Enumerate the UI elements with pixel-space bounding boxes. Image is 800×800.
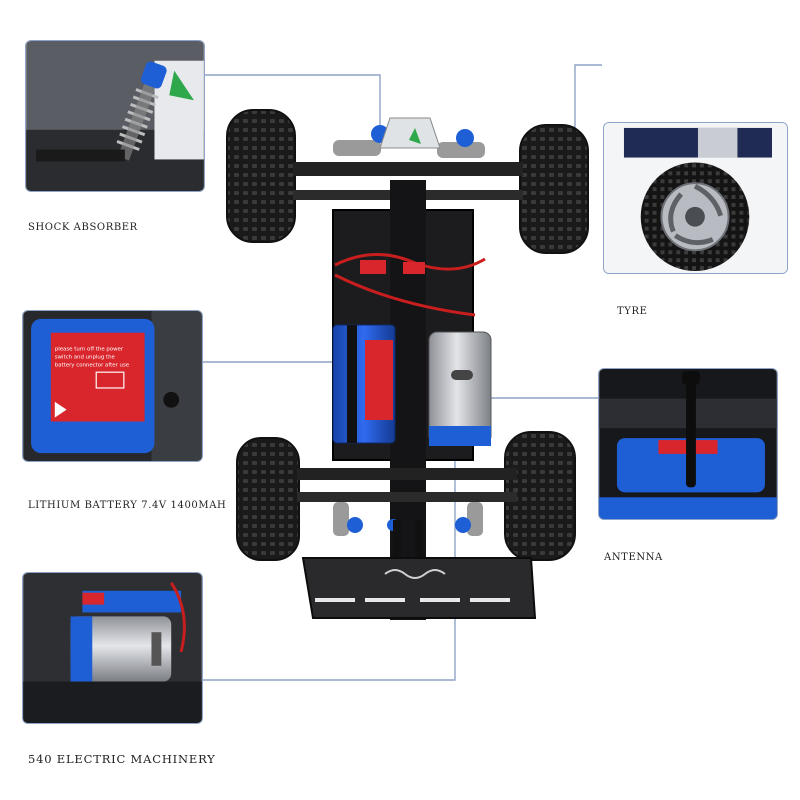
- rear-wing: [301, 557, 537, 619]
- label-tyre: TYRE: [617, 306, 648, 317]
- rear-left-wheel: [236, 437, 300, 561]
- battery-warning-line3: battery connector after use: [55, 362, 130, 368]
- inset-lithium-battery: please turn off the power switch and unp…: [22, 310, 203, 462]
- label-lithium-battery: LITHIUM BATTERY 7.4V 1400MAH: [28, 500, 227, 511]
- label-electric-machinery: 540 ELECTRIC MACHINERY: [28, 752, 216, 766]
- rc-car-topview: [226, 109, 589, 620]
- label-shock-absorber: SHOCK ABSORBER: [28, 222, 138, 233]
- battery-warning-line2: switch and unplug the: [55, 354, 116, 360]
- inset-antenna: [598, 368, 778, 520]
- rear-shocks: [333, 502, 483, 536]
- inset-shock-absorber: [25, 40, 205, 192]
- inset-tyre: [603, 122, 788, 274]
- inset-electric-machinery: [22, 572, 203, 724]
- label-antenna: ANTENNA: [604, 552, 663, 563]
- front-shocks: [333, 125, 485, 158]
- front-left-wheel: [226, 109, 296, 243]
- battery-warning-line1: please turn off the power: [55, 346, 124, 352]
- front-right-wheel: [519, 124, 589, 254]
